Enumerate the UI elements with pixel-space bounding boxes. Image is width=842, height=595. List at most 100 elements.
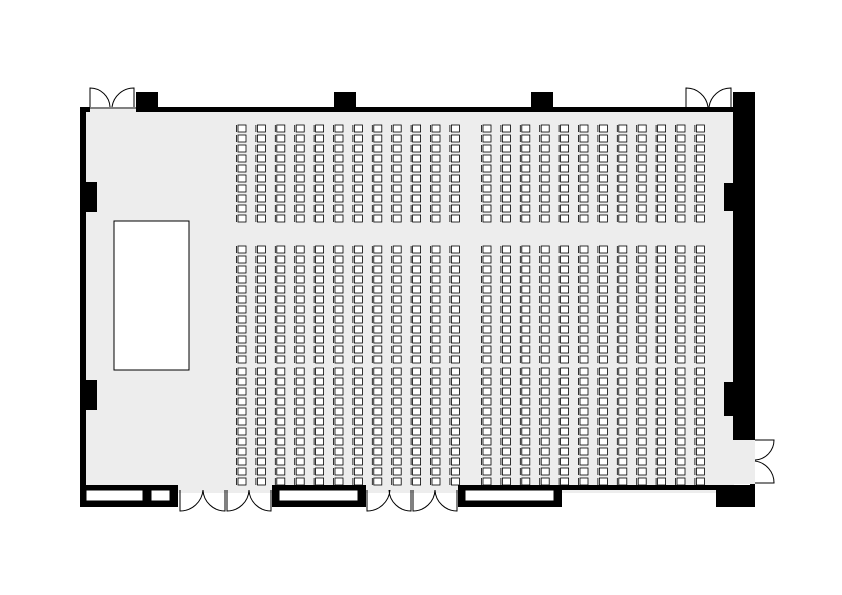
chair: [430, 204, 441, 213]
chair-seat: [540, 255, 550, 264]
chair: [371, 355, 383, 364]
chair-seat: [599, 245, 608, 254]
seat-block-right-front: [481, 124, 705, 223]
chair: [578, 204, 589, 213]
chair-seat: [521, 467, 531, 476]
chair: [313, 467, 325, 476]
chair: [597, 477, 608, 486]
chair: [481, 437, 492, 446]
chair-seat: [618, 184, 628, 193]
chair-seat: [540, 457, 550, 466]
chair: [675, 467, 686, 476]
wall-bottom-right-post-1: [458, 485, 465, 507]
chair: [500, 245, 511, 254]
chair-seat: [657, 194, 666, 203]
chair-seat: [676, 144, 686, 153]
chair: [449, 407, 460, 416]
chair: [313, 245, 325, 254]
chair-seat: [295, 275, 305, 284]
wall-bottom-left-post-2: [143, 485, 151, 507]
chair-seat: [599, 325, 608, 334]
chair-seat: [696, 144, 705, 153]
chair-seat: [412, 397, 422, 406]
chair-seat: [676, 417, 686, 426]
chair: [333, 377, 344, 386]
chair: [578, 447, 589, 456]
chair: [371, 265, 383, 274]
chair-seat: [579, 214, 589, 223]
chair-seat: [295, 477, 305, 486]
chair-seat: [618, 144, 628, 153]
chair-seat: [521, 204, 531, 213]
chair-seat: [450, 124, 460, 133]
chair: [519, 467, 531, 476]
chair-seat: [599, 335, 608, 344]
chair: [558, 335, 569, 344]
chair: [391, 124, 402, 133]
chair: [294, 447, 305, 456]
chair-seat: [450, 245, 460, 254]
chair-seat: [579, 164, 589, 173]
chair-seat: [256, 144, 266, 153]
chair: [352, 255, 363, 264]
chair-seat: [521, 295, 531, 304]
chair: [519, 164, 531, 173]
chair-seat: [540, 345, 550, 354]
chair: [274, 417, 286, 426]
column-right-2: [724, 382, 736, 416]
chair: [352, 144, 363, 153]
chair: [655, 174, 666, 183]
chair-seat: [696, 367, 705, 376]
chair-seat: [315, 245, 325, 254]
chair: [636, 134, 647, 143]
chair: [410, 467, 422, 476]
chair: [449, 194, 460, 203]
chair: [694, 427, 705, 436]
chair-seat: [392, 295, 402, 304]
chair-seat: [521, 315, 531, 324]
chair-seat: [353, 417, 363, 426]
chair: [294, 265, 305, 274]
chair: [539, 144, 550, 153]
chair: [410, 457, 422, 466]
chair-seat: [315, 295, 325, 304]
chair-seat: [579, 427, 589, 436]
chair: [694, 387, 705, 396]
chair: [616, 184, 628, 193]
chair-seat: [412, 144, 422, 153]
column-bottom-right: [716, 485, 755, 507]
chair-seat: [657, 457, 666, 466]
chair: [236, 315, 247, 324]
chair: [449, 437, 460, 446]
chair-seat: [501, 194, 511, 203]
chair: [616, 427, 628, 436]
chair: [558, 427, 569, 436]
chair-seat: [560, 164, 569, 173]
chair: [430, 367, 441, 376]
chair: [294, 245, 305, 254]
chair-seat: [276, 397, 286, 406]
chair-seat: [334, 325, 344, 334]
chair: [274, 144, 286, 153]
chair: [694, 194, 705, 203]
chair: [333, 124, 344, 133]
chair-seat: [373, 427, 383, 436]
chair-seat: [412, 275, 422, 284]
chair-seat: [540, 427, 550, 436]
chair-seat: [637, 345, 647, 354]
chair: [500, 124, 511, 133]
chair: [352, 457, 363, 466]
chair-seat: [599, 447, 608, 456]
chair: [352, 245, 363, 254]
chair: [636, 335, 647, 344]
chair: [430, 377, 441, 386]
chair-seat: [392, 467, 402, 476]
chair-seat: [637, 134, 647, 143]
chair: [255, 255, 266, 264]
chair: [481, 164, 492, 173]
door-top-right-leaf-2: [708, 87, 732, 108]
chair-seat: [334, 345, 344, 354]
chair: [655, 134, 666, 143]
chair: [578, 194, 589, 203]
chair-seat: [237, 315, 247, 324]
